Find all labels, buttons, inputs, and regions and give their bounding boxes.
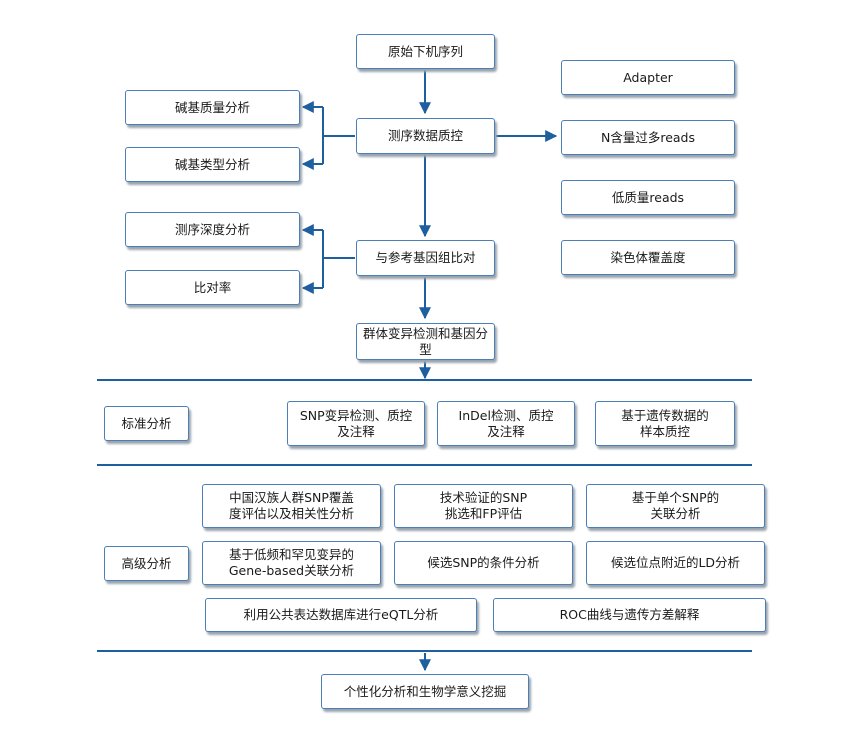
advanced-item-gene-based: 基于低频和罕见变异的 Gene-based关联分析 <box>202 541 381 585</box>
standard-item-sample-qc: 基于遗传数据的 样本质控 <box>595 401 735 446</box>
standard-analysis-label-box: 标准分析 <box>104 406 189 441</box>
qc-filter-low-quality: 低质量reads <box>561 180 735 215</box>
advanced-item-label: 利用公共表达数据库进行eQTL分析 <box>243 607 439 622</box>
advanced-item-eqtl: 利用公共表达数据库进行eQTL分析 <box>205 598 477 632</box>
standard-analysis-label: 标准分析 <box>121 415 172 431</box>
qc-box: 测序数据质控 <box>356 118 495 154</box>
alignment-box: 与参考基因组比对 <box>356 240 495 276</box>
raw-reads-label: 原始下机序列 <box>387 43 463 59</box>
raw-reads-box: 原始下机序列 <box>356 34 495 69</box>
mapping-rate-box: 比对率 <box>125 270 300 305</box>
advanced-item-ld: 候选位点附近的LD分析 <box>586 541 765 585</box>
advanced-analysis-label-box: 高级分析 <box>104 546 189 581</box>
standard-item-label: SNP变异检测、质控 及注释 <box>299 407 413 439</box>
standard-item-label: 基于遗传数据的 样本质控 <box>621 407 709 439</box>
qc-label: 测序数据质控 <box>387 128 463 143</box>
variant-calling-label: 群体变异检测和基因分型 <box>363 325 489 357</box>
standard-item-indel: InDel检测、质控 及注释 <box>437 401 575 446</box>
qc-filter-label: N含量过多reads <box>600 129 695 145</box>
alignment-label: 与参考基因组比对 <box>375 250 476 265</box>
final-box: 个性化分析和生物学意义挖掘 <box>321 674 529 709</box>
advanced-item-roc: ROC曲线与遗传方差解释 <box>493 598 766 632</box>
standard-item-snp: SNP变异检测、质控 及注释 <box>287 401 425 446</box>
qc-filter-label: Adapter <box>623 69 673 85</box>
qc-filter-chromosome-coverage: 染色体覆盖度 <box>561 240 735 275</box>
divider-standard-top <box>97 379 752 381</box>
base-type-label: 碱基类型分析 <box>174 156 250 172</box>
qc-filter-label: 低质量reads <box>611 189 685 205</box>
qc-filter-adapter: Adapter <box>561 60 735 95</box>
divider-final-top <box>97 650 752 652</box>
depth-label: 测序深度分析 <box>174 221 250 237</box>
advanced-item-label: 技术验证的SNP 挑选和FP评估 <box>439 490 528 521</box>
variant-calling-box: 群体变异检测和基因分型 <box>356 323 495 360</box>
depth-box: 测序深度分析 <box>125 212 300 247</box>
advanced-item-snp-coverage: 中国汉族人群SNP覆盖 度评估以及相关性分析 <box>202 484 381 528</box>
mapping-rate-label: 比对率 <box>193 279 232 295</box>
advanced-item-conditional: 候选SNP的条件分析 <box>394 541 573 585</box>
qc-filter-n-content: N含量过多reads <box>561 120 735 155</box>
advanced-analysis-label: 高级分析 <box>121 555 172 571</box>
advanced-item-label: 基于单个SNP的 关联分析 <box>631 490 720 521</box>
base-quality-label: 碱基质量分析 <box>174 99 250 115</box>
advanced-item-label: 候选位点附近的LD分析 <box>610 555 741 570</box>
advanced-item-label: 中国汉族人群SNP覆盖 度评估以及相关性分析 <box>228 490 354 521</box>
advanced-item-snp-validation: 技术验证的SNP 挑选和FP评估 <box>394 484 573 528</box>
final-label: 个性化分析和生物学意义挖掘 <box>343 683 507 699</box>
qc-filter-label: 染色体覆盖度 <box>610 249 686 265</box>
advanced-item-label: 候选SNP的条件分析 <box>427 555 540 570</box>
base-quality-box: 碱基质量分析 <box>125 90 300 125</box>
advanced-item-single-snp-association: 基于单个SNP的 关联分析 <box>586 484 765 528</box>
divider-advanced-top <box>97 464 752 466</box>
advanced-item-label: 基于低频和罕见变异的 Gene-based关联分析 <box>228 547 355 578</box>
advanced-item-label: ROC曲线与遗传方差解释 <box>559 607 700 622</box>
base-type-box: 碱基类型分析 <box>125 147 300 182</box>
standard-item-label: InDel检测、质控 及注释 <box>458 407 554 439</box>
